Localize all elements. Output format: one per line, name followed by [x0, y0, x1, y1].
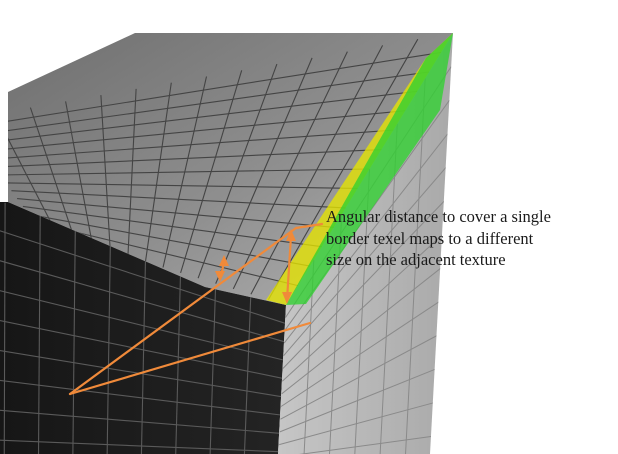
annotation-text: Angular distance to cover a single borde… — [326, 206, 618, 271]
annotation-line-2: border texel maps to a different — [326, 228, 618, 250]
annotation-line-3: size on the adjacent texture — [326, 249, 618, 271]
annotation-line-1: Angular distance to cover a single — [326, 206, 618, 228]
